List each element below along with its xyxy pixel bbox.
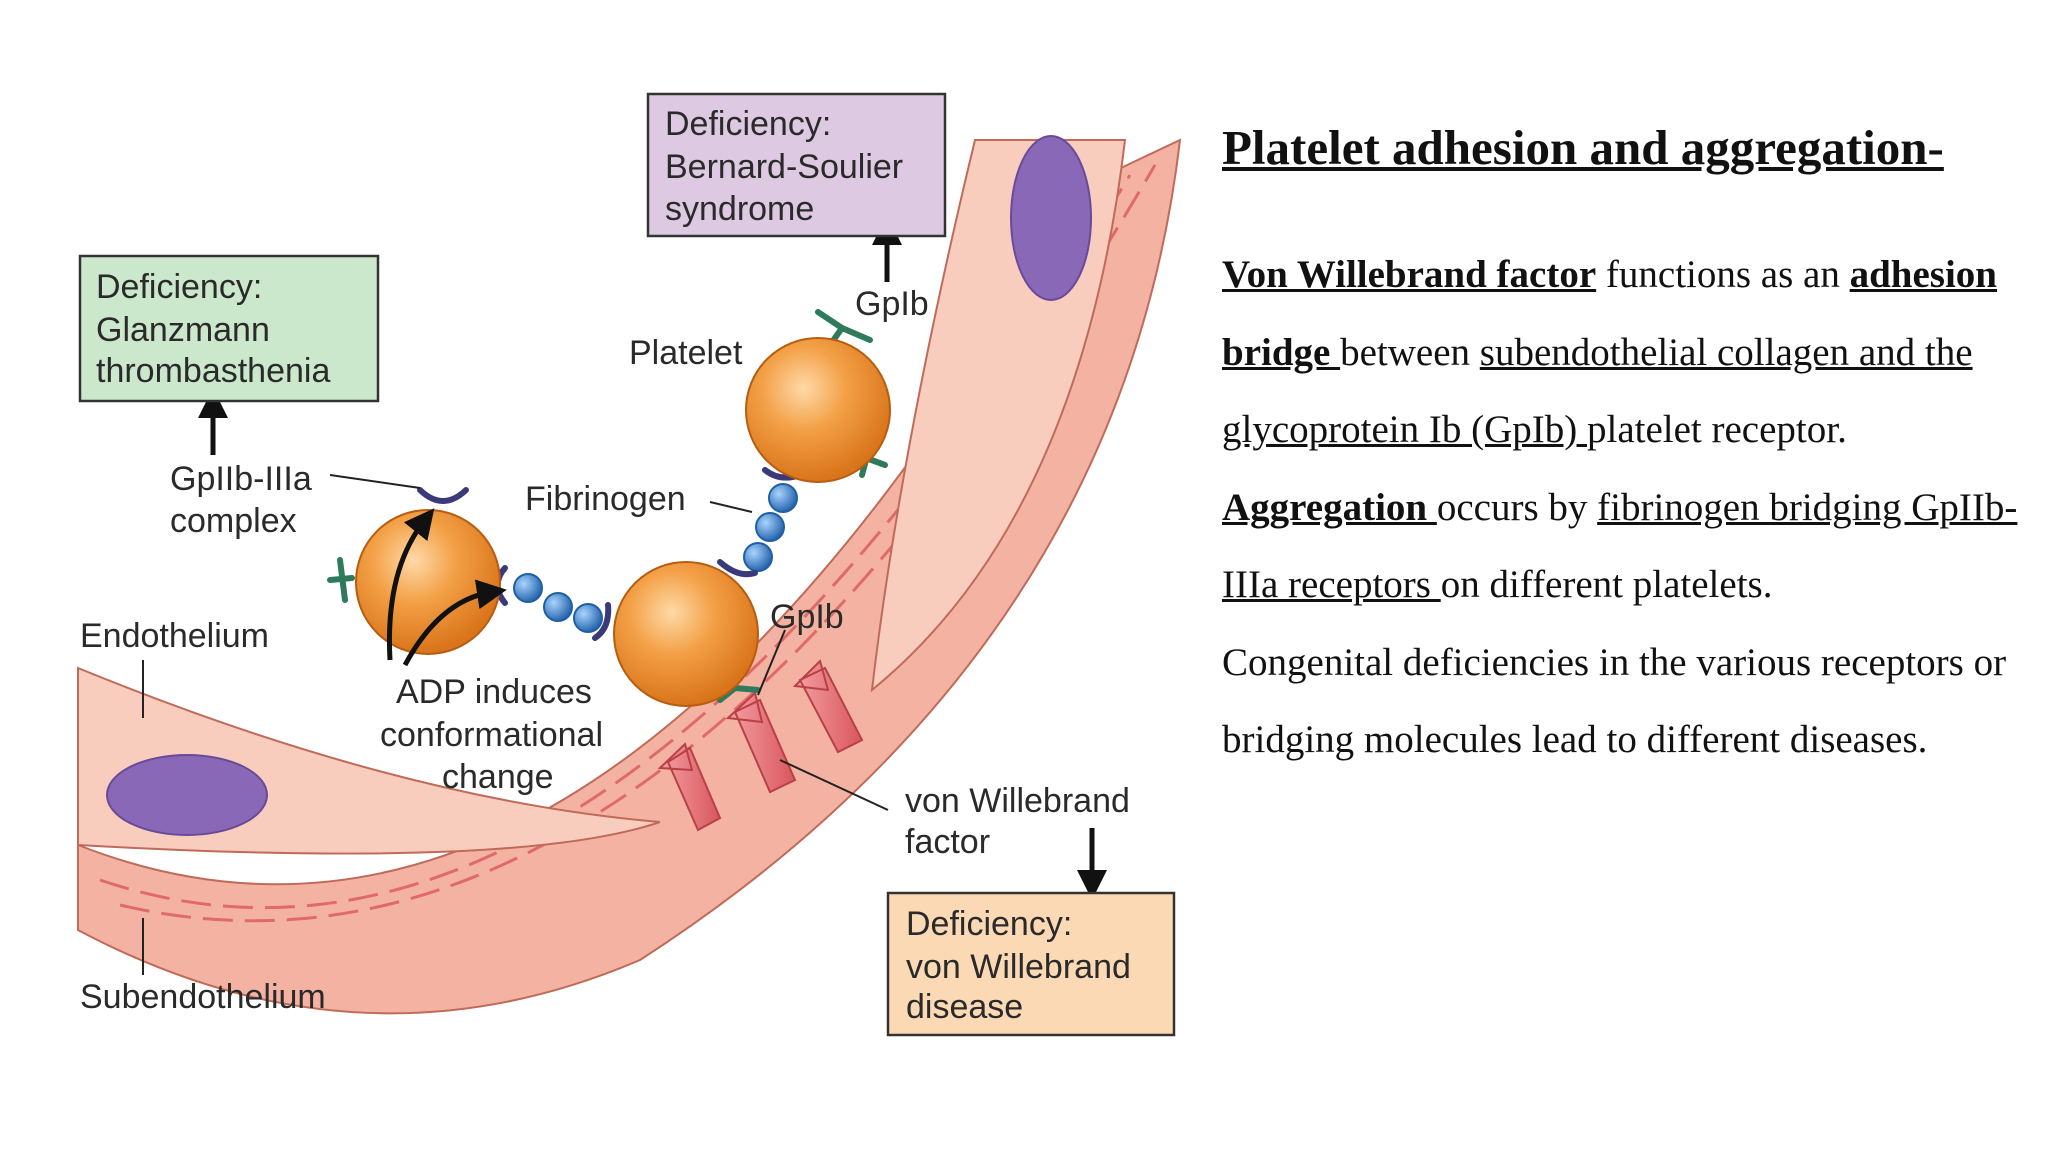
text-run: occurs by — [1436, 485, 1598, 529]
term-collagen-gpib: subendothelial collagen and the glycopro… — [1222, 330, 1973, 452]
label-adp-line3: change — [442, 758, 554, 796]
label-subendothelium: Subendothelium — [80, 978, 326, 1016]
label-gpiibiiia-line1: GpIIb-IIIa — [170, 460, 312, 498]
box-glanzmann: Deficiency: Glanzmann thrombasthenia — [78, 254, 380, 403]
body-paragraph: Von Willebrand factor functions as an ad… — [1222, 236, 2022, 779]
box-glanzmann-line2: Glanzmann — [96, 311, 270, 349]
platelet-diagram: Deficiency: Bernard-Soulier syndrome Def… — [77, 92, 1182, 1037]
label-gpiibiiia-line2: complex — [170, 502, 297, 540]
term-aggregation: Aggregation — [1222, 485, 1437, 529]
text-run: functions as an — [1596, 253, 1850, 296]
box-bernard-soulier: Deficiency: Bernard-Soulier syndrome — [646, 92, 947, 238]
text-run: on different platelets. — [1440, 563, 1773, 606]
paragraph-congenital: Congenital deficiencies in the various r… — [1222, 640, 2007, 762]
fibrinogen-chain-horizontal — [513, 573, 603, 633]
deficiency-arrows — [198, 215, 1107, 900]
fibrinogen-chain-vertical — [743, 483, 798, 572]
label-gpib-bottom: GpIb — [770, 598, 844, 636]
term-fibrinogen-bridging: fibrinogen bridging GpIIb-IIIa receptors — [1222, 485, 2018, 607]
label-vwf-line2: factor — [905, 823, 990, 861]
text-panel: Platelet adhesion and aggregation- Von W… — [1222, 118, 2022, 779]
endothelium-nucleus — [1010, 135, 1092, 301]
vwf-arrow — [657, 742, 722, 832]
box-glanzmann-line3: thrombasthenia — [96, 352, 330, 390]
subendothelium-stripe — [119, 164, 1157, 923]
label-gpib-top: GpIb — [855, 285, 929, 323]
label-adp-line2: conformational — [380, 716, 603, 754]
vwf-molecules — [657, 659, 864, 832]
adp-arrows — [386, 508, 507, 667]
box-bernard-line1: Deficiency: — [665, 105, 831, 143]
term-adhesion-bridge: adhesion bridge — [1222, 253, 1998, 374]
label-endothelium: Endothelium — [80, 617, 269, 655]
label-vwf-line1: von Willebrand — [905, 782, 1130, 820]
vwf-arrow — [725, 691, 797, 794]
label-platelet: Platelet — [629, 334, 743, 372]
label-adp-line1: ADP induces — [396, 673, 592, 711]
box-glanzmann-line1: Deficiency: — [96, 268, 262, 306]
platelet-middle — [613, 561, 759, 707]
box-bernard-line2: Bernard-Soulier — [665, 148, 903, 186]
box-vwd-line3: disease — [906, 988, 1023, 1026]
text-run: between — [1340, 330, 1480, 374]
slide-title: Platelet adhesion and aggregation- — [1222, 120, 1944, 175]
box-vwd-line2: von Willebrand — [906, 948, 1131, 986]
endothelium-nucleus — [106, 754, 268, 836]
box-vwd-line1: Deficiency: — [906, 905, 1072, 943]
label-fibrinogen: Fibrinogen — [525, 480, 686, 518]
term-vwf: Von Willebrand factor — [1222, 253, 1597, 296]
box-bernard-line3: syndrome — [665, 190, 814, 228]
platelet-top — [745, 337, 891, 483]
text-run: platelet receptor. — [1586, 408, 1847, 451]
vwf-arrow — [792, 659, 864, 754]
box-von-willebrand: Deficiency: von Willebrand disease — [886, 891, 1176, 1037]
leader-lines — [142, 474, 889, 975]
